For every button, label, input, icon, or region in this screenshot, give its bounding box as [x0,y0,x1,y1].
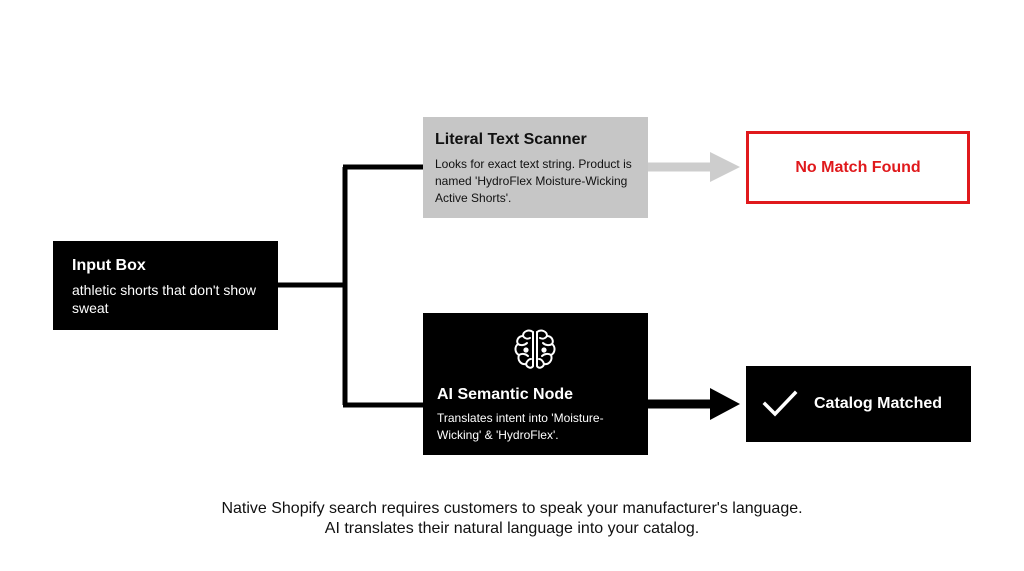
checkmark-icon [762,390,798,417]
catalog-matched-label: Catalog Matched [814,395,943,412]
input-box-title: Input Box [72,257,146,274]
brain-icon [514,329,556,369]
ai-node-description: Translates intent into 'Moisture-Wicking… [437,411,604,442]
catalog-matched-node: Catalog Matched [746,366,971,442]
caption-line-1: Native Shopify search requires customers… [221,500,803,517]
no-match-arrowhead [710,152,740,182]
scanner-title: Literal Text Scanner [435,131,587,148]
no-match-label: No Match Found [795,158,921,176]
input-box-node: Input Box athletic shorts that don't sho… [53,241,278,330]
literal-text-scanner-node: Literal Text Scanner Looks for exact tex… [423,117,648,218]
input-box-query: athletic shorts that don't show sweat [72,282,256,316]
ai-node-title: AI Semantic Node [437,386,574,403]
matched-arrowhead [710,388,740,420]
scanner-description: Looks for exact text string. Product is … [435,157,632,205]
diagram-caption: Native Shopify search requires customers… [0,499,1024,539]
ai-semantic-node: AI Semantic Node Translates intent into … [423,313,648,455]
caption-line-2: AI translates their natural language int… [324,520,700,537]
no-match-found-node: No Match Found [746,131,970,204]
